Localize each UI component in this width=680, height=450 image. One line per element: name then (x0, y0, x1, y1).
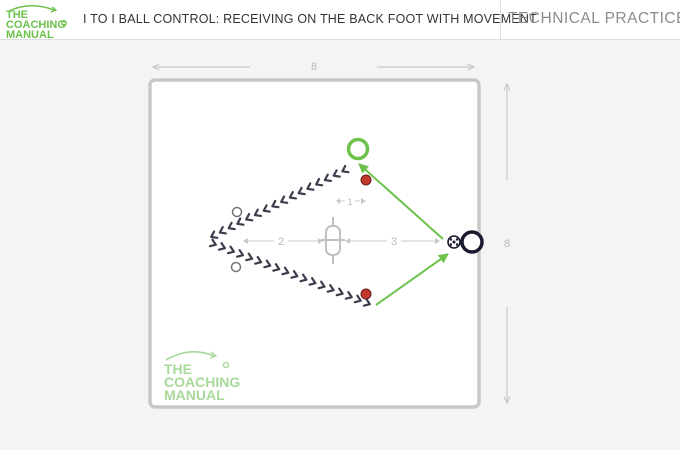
distance-1-marker: 1 (336, 195, 366, 207)
watermark-line-3: MANUAL (164, 387, 225, 403)
marker-cone-upper-icon (231, 206, 243, 218)
watermark-logo: THE COACHING MANUAL (164, 351, 240, 403)
distance-3-arrow-left (345, 238, 350, 244)
lower-dribble-chevron-6 (263, 259, 272, 269)
lower-dribble-chevron-8 (281, 266, 290, 276)
lower-dribble-path (208, 238, 371, 307)
lower-dribble-chevron-4 (245, 252, 254, 262)
upper-dribble-chevron-9 (262, 204, 271, 213)
lower-dribble-chevron-3 (236, 249, 245, 258)
distance-2-arrow-left (243, 238, 248, 244)
logo-line-2: COACHING (6, 19, 66, 31)
lower-dribble-chevron-10 (299, 273, 308, 283)
drill-title: I TO I BALL CONTROL: RECEIVING ON THE BA… (83, 12, 537, 26)
distance-1-arrow-left (336, 198, 340, 204)
lower-dribble-chevron-1 (217, 242, 227, 251)
server-ball-icon (447, 235, 461, 249)
lower-dribble-chevron-13 (326, 284, 335, 293)
upper-dribble-chevron-4 (306, 182, 315, 191)
distance-3-label: 3 (391, 236, 397, 248)
category-label[interactable]: TECHNICAL PRACTICE (508, 10, 680, 27)
diagram-stage: 8 8 1 2 3 (0, 40, 680, 445)
width-label: 8 (311, 61, 317, 73)
lower-dribble-chevron-14 (335, 287, 344, 297)
marker-cone-lower-icon (230, 261, 242, 273)
upper-dribble-chevron-0 (341, 164, 350, 174)
receiving-player-icon[interactable] (346, 137, 370, 161)
distance-1-gap (345, 195, 355, 207)
lower-dribble-chevron-12 (317, 280, 326, 290)
width-dimension: 8 (153, 61, 474, 73)
header-divider (500, 0, 501, 39)
upper-dribble-chevron-5 (297, 186, 306, 196)
lower-dribble-chevron-11 (308, 277, 317, 286)
distance-1-label: 1 (347, 197, 352, 207)
header-bar: THE COACHING MANUAL I TO I BALL CONTROL:… (0, 0, 680, 41)
distance-3-arrow-right (435, 238, 440, 244)
upper-dribble-chevron-15 (210, 230, 219, 239)
upper-dribble-chevron-11 (245, 212, 254, 222)
watermark-line-1: THE (164, 361, 192, 377)
server-player-icon[interactable] (460, 230, 484, 254)
upper-dribble-chevron-14 (218, 226, 228, 235)
logo-line-1: THE (6, 9, 28, 21)
upper-dribble-chevron-13 (227, 221, 236, 231)
upper-dribble-chevron-12 (236, 217, 245, 226)
upper-dribble-chevron-3 (315, 177, 324, 187)
logo-line-3: MANUAL (6, 29, 54, 41)
upper-dribble-chevron-1 (332, 169, 341, 178)
pass-arrow-upper (358, 163, 444, 240)
distance-1-arrow-right (361, 198, 366, 204)
pitch-area (148, 78, 481, 409)
upper-dribble-path (210, 164, 350, 239)
distance-3-marker: 3 (345, 234, 440, 248)
lower-dribble-chevron-16 (353, 294, 362, 304)
distance-3-gap (387, 234, 401, 248)
watermark-line-2: COACHING (164, 374, 240, 390)
ball-upper-icon (360, 174, 372, 186)
lower-dribble-chevron-7 (272, 263, 281, 272)
pass-arrow-lower (375, 253, 449, 306)
drill-diagram: 8 8 1 2 3 (148, 61, 680, 409)
upper-dribble-chevron-8 (271, 199, 280, 209)
height-label: 8 (504, 238, 510, 250)
lower-dribble-chevron-17 (362, 298, 371, 307)
coaching-manual-logo[interactable]: THE COACHING MANUAL (6, 4, 76, 41)
center-gate-icon (321, 217, 345, 264)
upper-dribble-chevron-7 (280, 195, 289, 204)
logo-swoosh-icon (8, 5, 67, 26)
upper-dribble-chevron-2 (323, 173, 333, 183)
lower-dribble-chevron-5 (254, 256, 263, 265)
upper-dribble-chevron-6 (288, 191, 298, 200)
distance-2-gap (274, 234, 288, 248)
distance-2-arrow-right (318, 238, 323, 244)
lower-dribble-chevron-15 (344, 291, 353, 300)
height-dimension: 8 (504, 84, 510, 403)
ball-lower-icon (360, 288, 372, 300)
distance-2-label: 2 (278, 236, 284, 248)
upper-dribble-chevron-10 (253, 208, 263, 218)
lower-dribble-chevron-9 (290, 270, 299, 279)
distance-2-marker: 2 (243, 234, 323, 248)
lower-dribble-chevron-2 (226, 245, 236, 255)
lower-dribble-chevron-0 (208, 238, 217, 248)
